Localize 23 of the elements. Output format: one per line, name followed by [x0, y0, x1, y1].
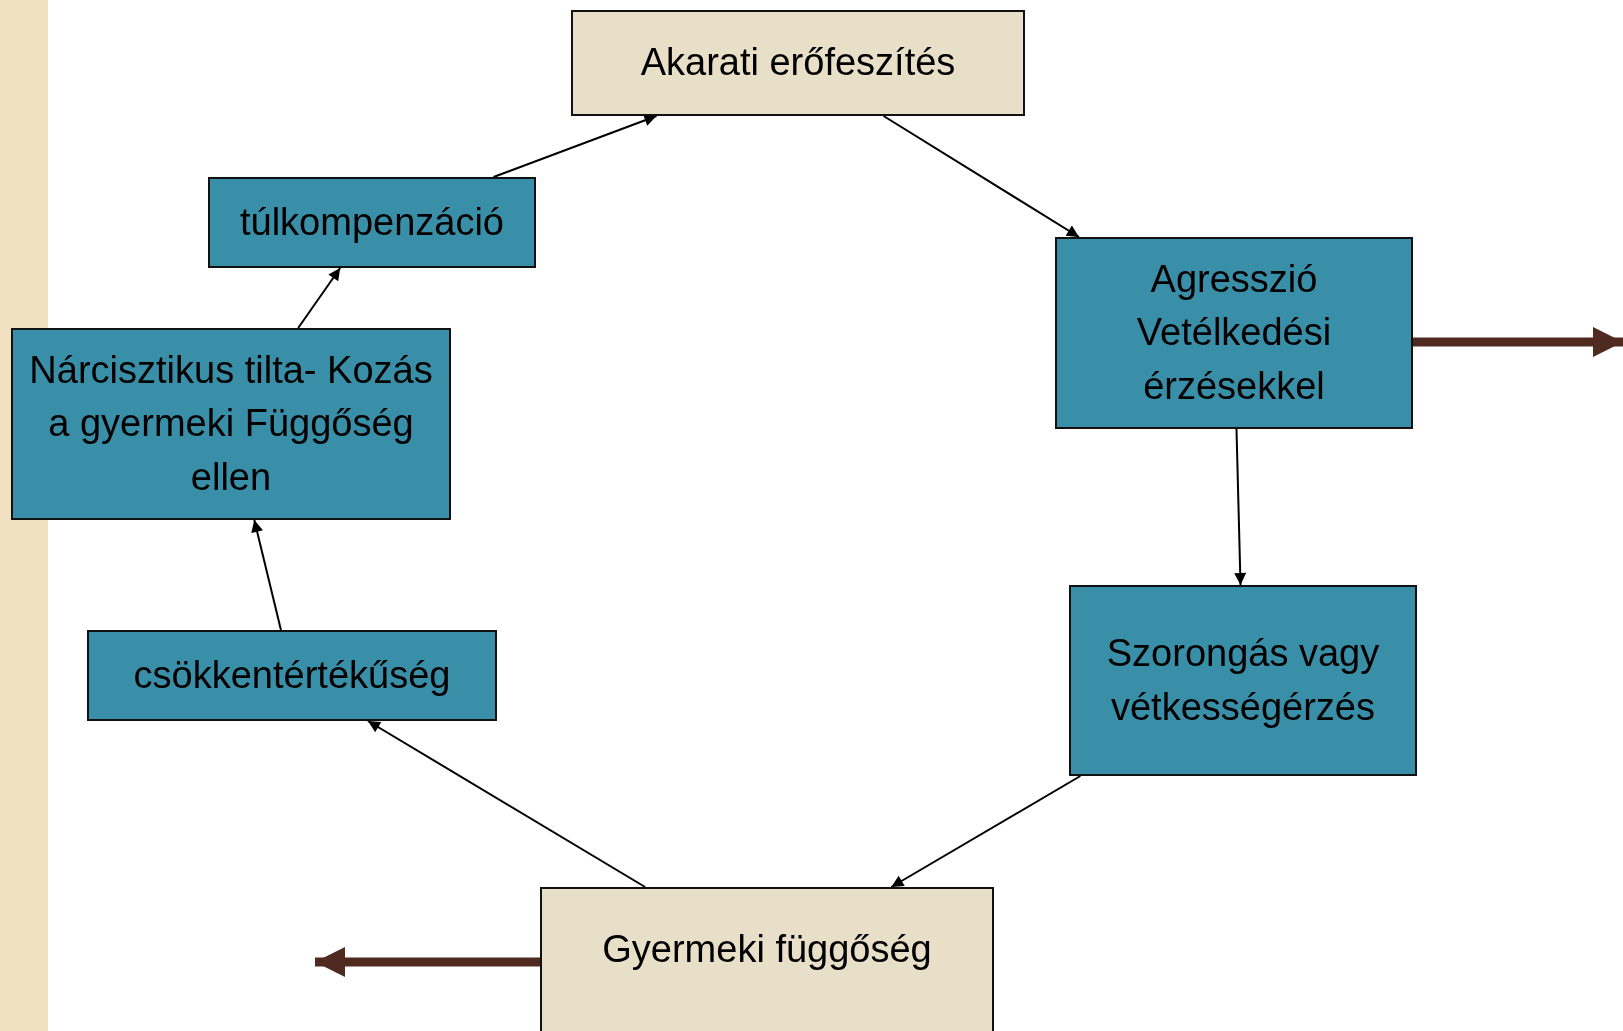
process-box — [1055, 237, 1413, 429]
arrow — [890, 775, 1082, 888]
process-box — [540, 887, 994, 1031]
arrow — [366, 720, 647, 888]
box-text: Nárcisztikus tilta- Kozás a gyermeki Függőség ellen — [28, 348, 434, 500]
arrow — [297, 267, 342, 329]
arrow — [315, 947, 540, 977]
box-text: Agresszió Vetélkedési érzésekkel — [1135, 257, 1333, 409]
arrow — [1413, 327, 1623, 357]
process-box — [87, 630, 497, 721]
arrow — [1234, 428, 1247, 586]
box-text: csökkentértékűség — [133, 652, 451, 698]
arrow — [492, 114, 658, 178]
process-box — [571, 10, 1025, 116]
box-text: Akarati erőfeszítés — [640, 40, 956, 86]
process-box — [208, 177, 536, 268]
arrow — [882, 115, 1080, 238]
box-text: Gyermeki függőség — [602, 927, 932, 973]
process-box — [1069, 585, 1417, 776]
process-box — [11, 328, 451, 520]
arrow — [251, 519, 282, 631]
box-text: Szorongás vagy vétkességérzés — [1105, 631, 1381, 730]
box-text: túlkompenzáció — [239, 199, 504, 245]
